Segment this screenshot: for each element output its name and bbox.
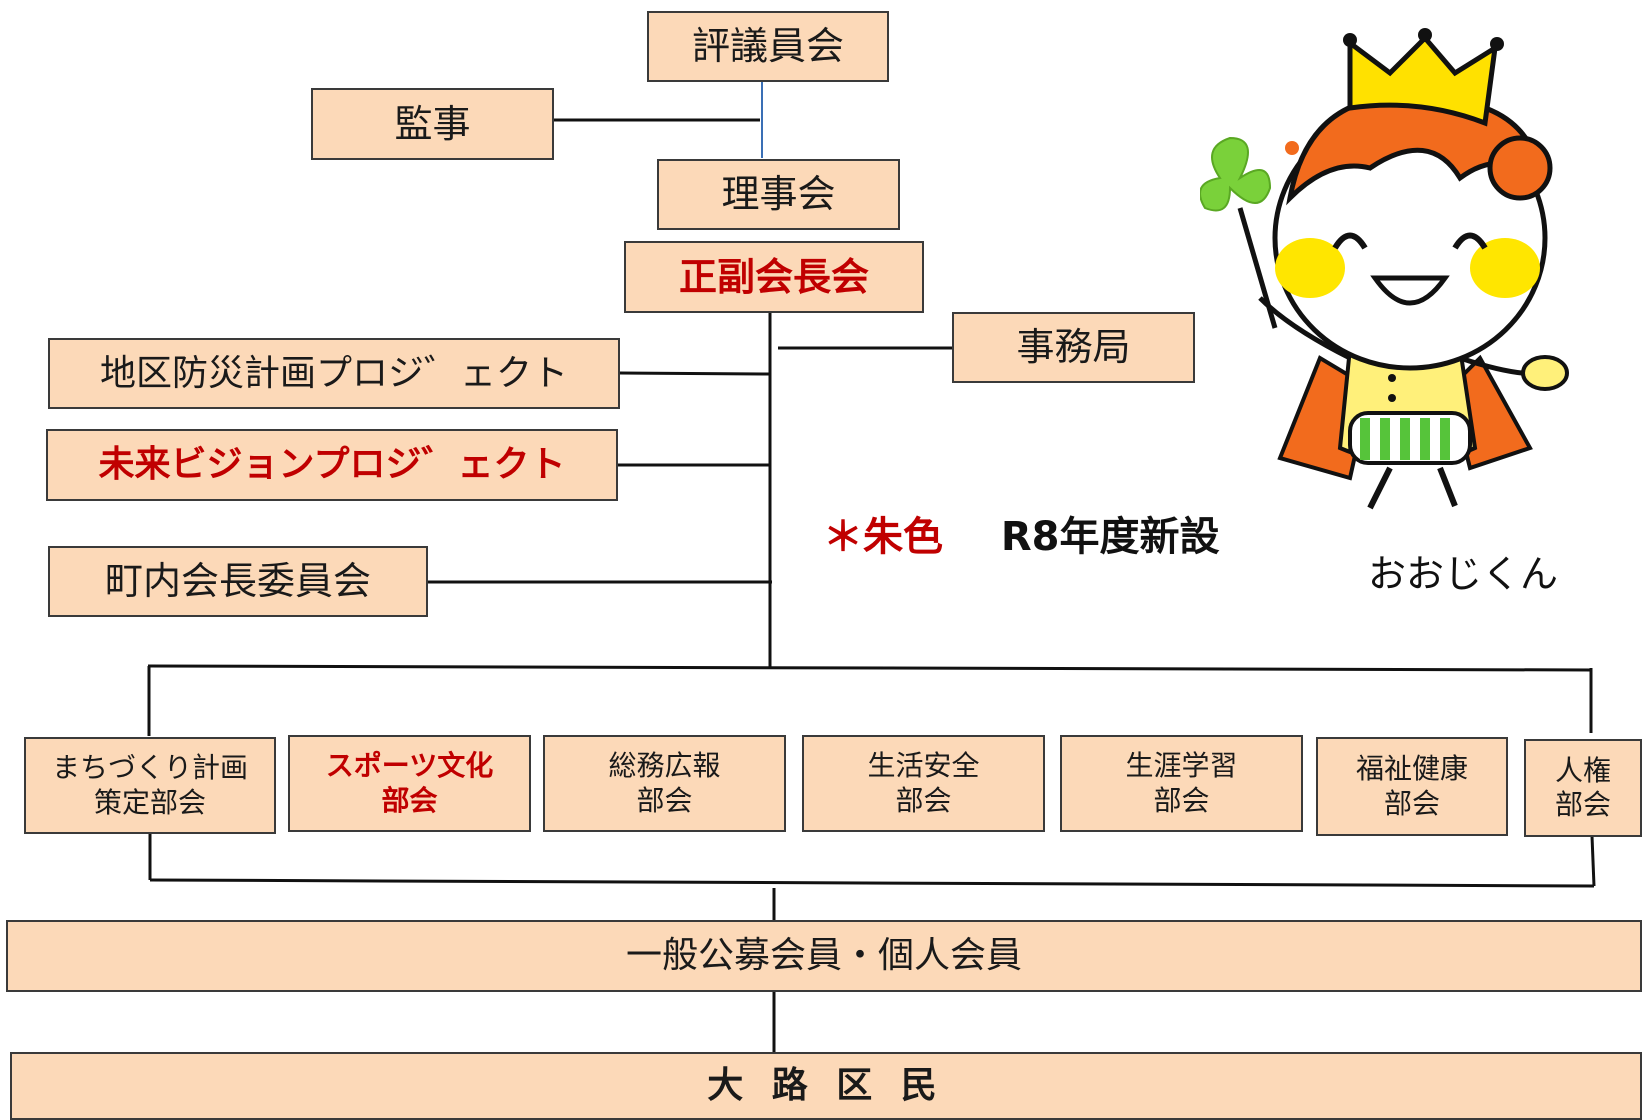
committee-bottom-bar <box>149 878 1595 888</box>
connector-disaster-project <box>619 371 771 376</box>
legend-marker: ＊朱色 <box>823 514 943 560</box>
committee-line1: まちづくり計画 <box>51 751 248 785</box>
disaster-project-label: 地区防災計画プロジ゛ェクト <box>99 352 568 394</box>
committee-box: 生涯学習部会 <box>1060 735 1303 832</box>
committee-line2: 部会 <box>1554 788 1611 821</box>
mascot-illustration <box>1200 28 1569 510</box>
committee-box: 福祉健康部会 <box>1316 737 1508 836</box>
auditor-box: 監事 <box>311 88 554 160</box>
committee-line1: スポーツ文化 <box>325 749 494 783</box>
residents-label: 大 路 区 民 <box>707 1065 945 1107</box>
members-label: 一般公募会員・個人会員 <box>625 935 1022 977</box>
committee-box: 生活安全部会 <box>802 735 1045 832</box>
chair-vice-box: 正副会長会 <box>624 241 924 313</box>
vision-project-label: 未来ビジョンプロジ゛ェクト <box>98 444 566 486</box>
mascot-name: おおじくん <box>1368 552 1559 596</box>
vision-project-box: 未来ビジョンプロジ゛ェクト <box>46 429 618 501</box>
chair-vice-label: 正副会長会 <box>678 254 869 299</box>
committee-box: スポーツ文化部会 <box>288 735 531 832</box>
committee-line2: 部会 <box>1153 783 1210 817</box>
committee-box: 総務広報部会 <box>543 735 786 832</box>
legend-note: ＊朱色 R8年度新設 <box>823 504 1220 562</box>
committee-line1: 福祉健康 <box>1355 752 1468 786</box>
auditor-label: 監事 <box>394 101 471 146</box>
secretariat-box: 事務局 <box>952 312 1195 383</box>
committee-box: まちづくり計画策定部会 <box>24 737 276 834</box>
committee-line1: 人権 <box>1554 753 1611 787</box>
committee-right-rise <box>1590 835 1596 887</box>
committee-line2: 部会 <box>1383 786 1440 820</box>
disaster-project-box: 地区防災計画プロジ゛ェクト <box>48 338 620 409</box>
committee-line2: 部会 <box>636 783 693 817</box>
board-box: 理事会 <box>657 159 900 230</box>
board-label: 理事会 <box>721 172 836 217</box>
committee-line2: 策定部会 <box>93 785 206 819</box>
committee-top-bar <box>147 664 1593 672</box>
councilors-box: 評議員会 <box>647 11 889 82</box>
secretariat-label: 事務局 <box>1016 325 1131 370</box>
legend-text: R8年度新設 <box>1000 514 1220 560</box>
town-chairs-box: 町内会長委員会 <box>48 546 428 617</box>
residents-box: 大 路 区 民 <box>10 1052 1642 1120</box>
committee-box: 人権部会 <box>1524 739 1642 837</box>
committee-line1: 生涯学習 <box>1125 749 1238 783</box>
councilors-label: 評議員会 <box>691 24 844 69</box>
committee-line2: 部会 <box>381 783 438 817</box>
committee-line2: 部会 <box>895 783 952 817</box>
committee-line1: 生活安全 <box>867 749 980 783</box>
committee-line1: 総務広報 <box>608 749 721 783</box>
town-chairs-label: 町内会長委員会 <box>104 559 371 604</box>
members-box: 一般公募会員・個人会員 <box>6 920 1642 992</box>
